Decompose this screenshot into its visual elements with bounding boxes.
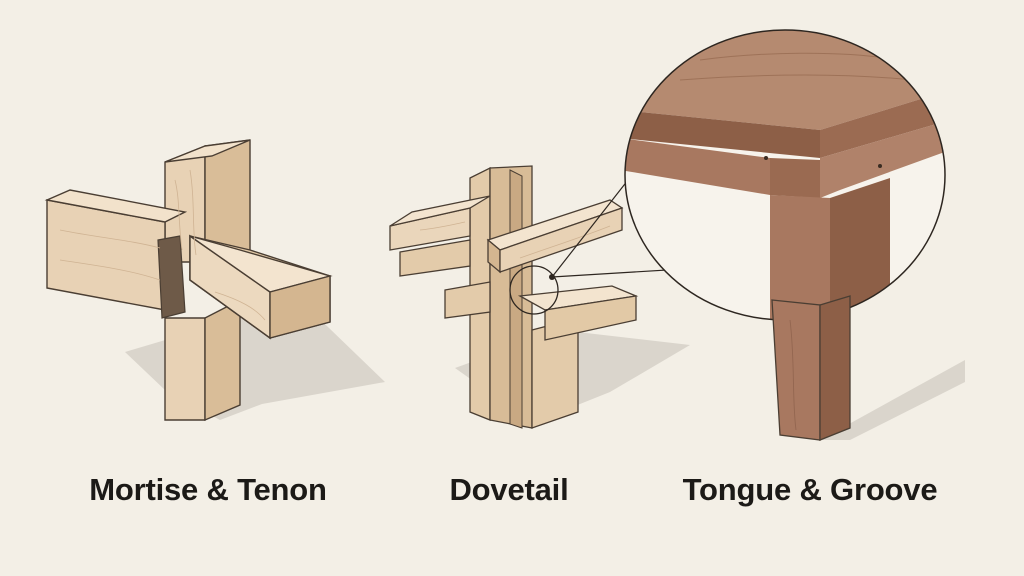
dovetail-illustration: [389, 165, 690, 429]
tongue-groove-illustration: [551, 29, 965, 441]
zoom-leader-upper: [551, 179, 629, 278]
table-leg: [771, 299, 821, 441]
mortise-cavity: [157, 235, 186, 319]
table-apron: [625, 138, 770, 195]
label-dovetail: Dovetail: [449, 472, 569, 507]
label-mortise-tenon: Mortise & Tenon: [89, 472, 327, 507]
vertical-post-lower: [164, 317, 206, 421]
zoom-indicator: [509, 265, 559, 315]
mortise-tenon-illustration: [44, 139, 385, 422]
label-tongue-groove: Tongue & Groove: [682, 472, 938, 507]
table-top: [625, 30, 945, 130]
table-leg-shadow: [820, 360, 965, 440]
dovetail-lower-left-rail: [444, 281, 491, 319]
